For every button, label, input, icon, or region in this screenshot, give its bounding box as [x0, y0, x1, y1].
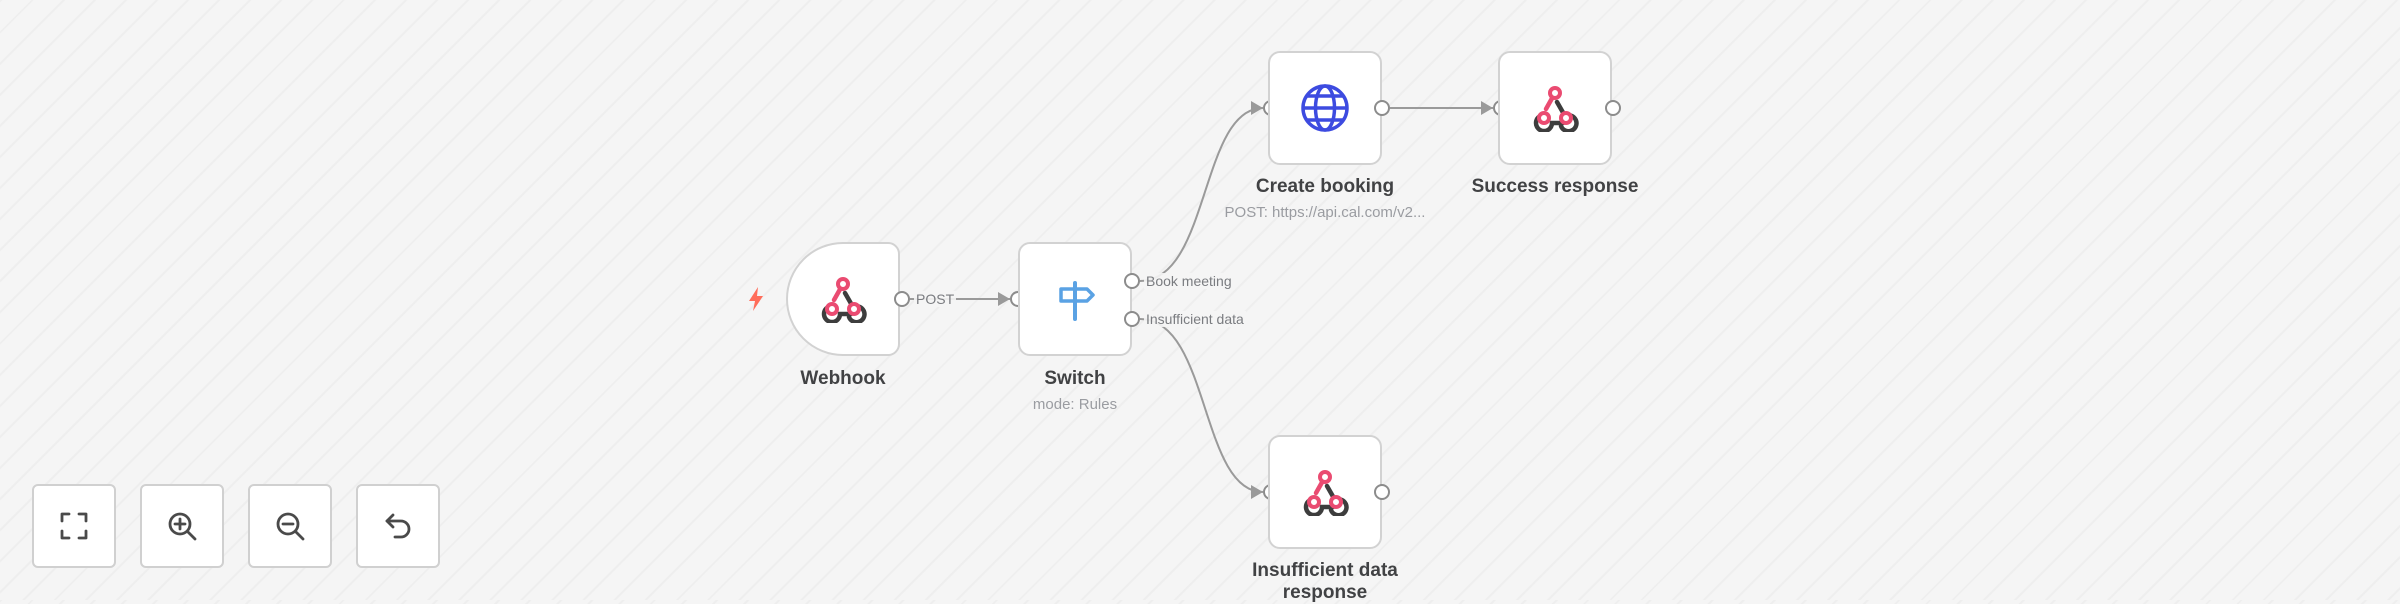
- webhook-icon: [821, 277, 867, 323]
- webhook-output-port[interactable]: [894, 291, 910, 307]
- webhook-icon: [1303, 470, 1349, 516]
- fit-view-button[interactable]: [32, 484, 116, 568]
- create-booking-node-label: Create booking: [1255, 176, 1395, 197]
- globe-icon: [1301, 84, 1349, 132]
- webhook-node-label: Webhook: [800, 368, 886, 389]
- switch-node-label: Switch: [1044, 368, 1106, 389]
- edge-label-post: POST: [914, 291, 957, 307]
- success-response-node-label: Success response: [1471, 176, 1639, 197]
- insufficient-data-response-node[interactable]: [1268, 435, 1382, 549]
- reset-zoom-button[interactable]: [356, 484, 440, 568]
- webhook-node[interactable]: [786, 242, 900, 356]
- connection-arrow: [998, 292, 1010, 306]
- reset-zoom-icon: [385, 513, 411, 539]
- switch-node-sublabel: mode: Rules: [1032, 396, 1118, 413]
- switch-output-port-insufficient-data[interactable]: [1124, 311, 1140, 327]
- success-response-output-port[interactable]: [1605, 100, 1621, 116]
- connection-arrow: [1481, 101, 1493, 115]
- switch-node[interactable]: [1018, 242, 1132, 356]
- create-booking-output-port[interactable]: [1374, 100, 1390, 116]
- label-line-2: response: [1282, 582, 1368, 603]
- edge-label-insufficient-data: Insufficient data: [1144, 311, 1246, 327]
- edge-label-book-meeting: Book meeting: [1144, 273, 1234, 289]
- connection-switch-create-booking[interactable]: [1139, 107, 1264, 282]
- insufficient-data-response-node-label: Insufficient data response: [1205, 560, 1445, 604]
- create-booking-node-sublabel: POST: https://api.cal.com/v2...: [1224, 204, 1426, 221]
- success-response-node[interactable]: [1498, 51, 1612, 165]
- connection-arrow: [1251, 101, 1263, 115]
- zoom-in-icon: [168, 512, 197, 541]
- fit-view-icon: [60, 512, 88, 540]
- webhook-icon: [1533, 86, 1579, 132]
- connection-switch-insufficient[interactable]: [1139, 318, 1264, 493]
- label-line-1: Insufficient data: [1252, 560, 1398, 581]
- signpost-icon: [1059, 281, 1095, 321]
- zoom-out-button[interactable]: [248, 484, 332, 568]
- zoom-in-button[interactable]: [140, 484, 224, 568]
- zoom-out-icon: [276, 512, 305, 541]
- create-booking-node[interactable]: [1268, 51, 1382, 165]
- trigger-bolt-icon: [749, 287, 763, 311]
- insufficient-response-output-port[interactable]: [1374, 484, 1390, 500]
- switch-output-port-book-meeting[interactable]: [1124, 273, 1140, 289]
- connection-arrow: [1251, 485, 1263, 499]
